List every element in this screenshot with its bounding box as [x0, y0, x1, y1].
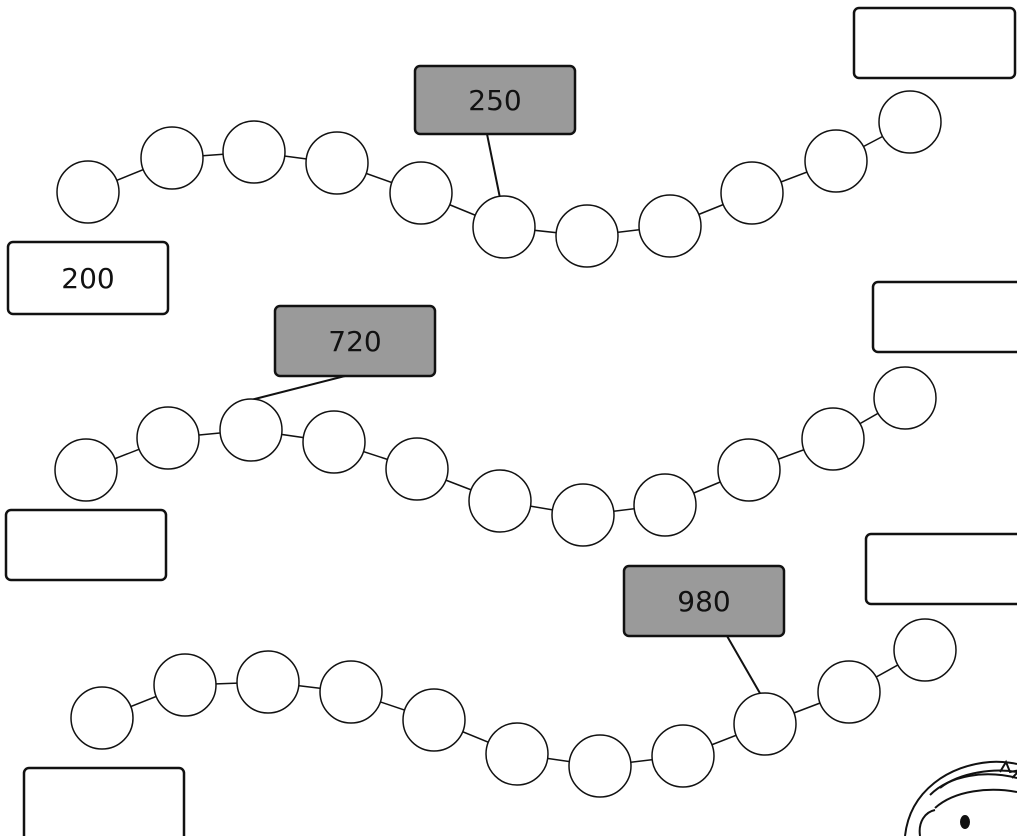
- end-box: [864, 532, 1017, 606]
- bead: [222, 120, 286, 184]
- end-box: [871, 280, 1017, 354]
- marker-box-frame: [413, 64, 577, 136]
- bead: [893, 618, 957, 682]
- bead: [804, 129, 868, 193]
- bead: [651, 724, 715, 788]
- end-box-frame: [852, 6, 1017, 80]
- bead: [385, 437, 449, 501]
- bead: [140, 126, 204, 190]
- start-box-text: 200: [61, 262, 114, 295]
- start-box: [22, 766, 186, 836]
- bead: [633, 473, 697, 537]
- bead: [568, 734, 632, 798]
- bead: [136, 406, 200, 470]
- end-box-frame: [871, 280, 1017, 354]
- marker-leader-line: [726, 635, 762, 696]
- bead: [717, 438, 781, 502]
- cartoon-child-icon: [904, 759, 1017, 836]
- bead: [153, 653, 217, 717]
- marker-box-text: 250: [468, 84, 521, 117]
- bead: [219, 398, 283, 462]
- bead: [555, 204, 619, 268]
- bead: [402, 688, 466, 752]
- end-box-frame: [864, 532, 1017, 606]
- end-box: [852, 6, 1017, 80]
- bead: [319, 660, 383, 724]
- bead: [817, 660, 881, 724]
- beads: [54, 90, 957, 798]
- bead: [720, 161, 784, 225]
- bead: [878, 90, 942, 154]
- marker-leader-line: [486, 133, 501, 199]
- marker-leader-line: [246, 375, 346, 402]
- start-box: [4, 508, 168, 582]
- start-box-frame: [6, 240, 170, 316]
- bead: [485, 722, 549, 786]
- bead: [733, 692, 797, 756]
- bead: [305, 131, 369, 195]
- bead: [873, 366, 937, 430]
- start-box-frame: [4, 508, 168, 582]
- bead: [551, 483, 615, 547]
- bead: [468, 469, 532, 533]
- marker-box-frame: [622, 564, 786, 638]
- label-boxes: 200 250 720 980: [4, 6, 1017, 836]
- bead: [56, 160, 120, 224]
- marker-box-text: 720: [328, 325, 381, 358]
- marker-box: 720: [273, 304, 437, 378]
- bead: [389, 161, 453, 225]
- bead: [54, 438, 118, 502]
- marker-box: 980: [622, 564, 786, 638]
- bead: [472, 195, 536, 259]
- bead: [236, 650, 300, 714]
- marker-box: 250: [413, 64, 577, 136]
- bead: [302, 410, 366, 474]
- bead: [70, 686, 134, 750]
- bead: [801, 407, 865, 471]
- marker-box-frame: [273, 304, 437, 378]
- marker-box-text: 980: [677, 585, 730, 618]
- bead: [638, 194, 702, 258]
- start-box: 200: [6, 240, 170, 316]
- start-box-frame: [22, 766, 186, 836]
